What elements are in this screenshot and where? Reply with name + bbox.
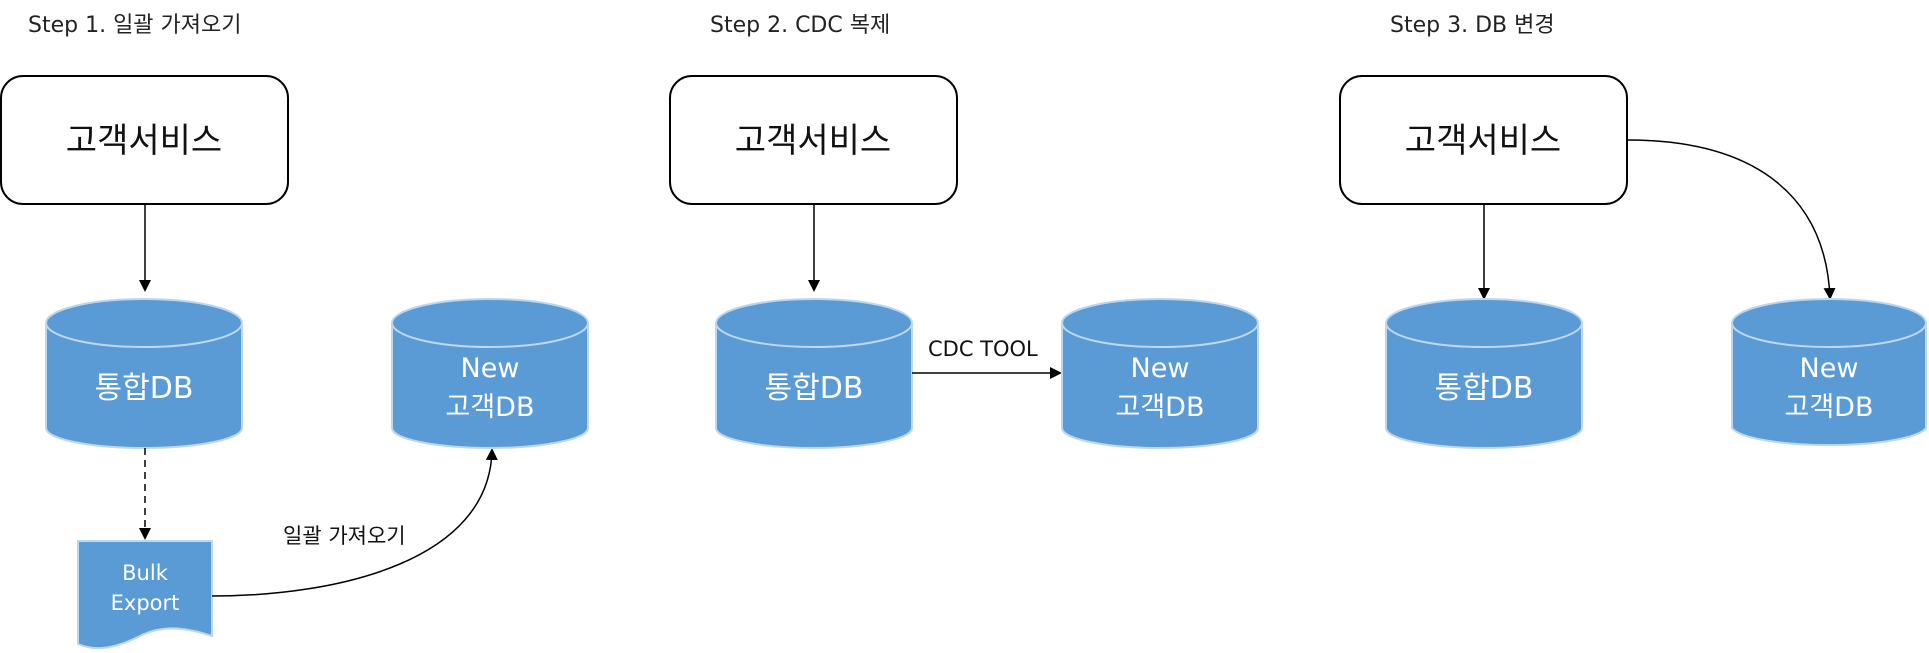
step-3-service-box: 고객서비스	[1339, 75, 1628, 205]
step-3-title: Step 3. DB 변경	[1390, 13, 1555, 38]
step-2-edge-label: CDC TOOL	[928, 337, 1038, 361]
step-1-export-line1: Bulk	[122, 561, 169, 585]
step-2-service-label: 고객서비스	[735, 121, 891, 161]
step-1-bulk-export-document: Bulk Export	[77, 540, 213, 650]
step-3-source-db-cylinder: 통합DB	[1385, 298, 1583, 449]
step-2-source-db-label: 통합DB	[765, 371, 864, 406]
step-1-edge-label: 일괄 가져오기	[283, 524, 406, 548]
step-3-target-db-cylinder: New 고객DB	[1731, 298, 1927, 447]
step-1-title: Step 1. 일괄 가져오기	[28, 13, 242, 38]
step-2-service-box: 고객서비스	[669, 75, 958, 205]
step-3-target-db-label-line2: 고객DB	[1785, 392, 1874, 423]
step-3-target-db-label-line1: New	[1800, 353, 1859, 384]
step-2-target-db-label-line1: New	[1131, 353, 1190, 384]
step-1-service-box: 고객서비스	[0, 75, 289, 205]
step-1-source-db-cylinder: 통합DB	[45, 298, 243, 449]
step-3-source-db-label: 통합DB	[1435, 371, 1534, 406]
step-1-target-db-cylinder: New 고객DB	[391, 298, 589, 449]
step-2-target-db-label-line2: 고객DB	[1116, 392, 1205, 423]
step-3: Step 3. DB 변경 고객서비스 통합DB New 고객DB	[1339, 13, 1927, 449]
step-1-export-line2: Export	[111, 591, 180, 615]
step-2: Step 2. CDC 복제 고객서비스 통합DB CDC TOOL New 고…	[669, 13, 1259, 449]
step-1-bulk-import-curve-arrow	[211, 448, 498, 597]
step-1: Step 1. 일괄 가져오기 고객서비스 통합DB Bulk Export 일…	[0, 13, 589, 650]
step-2-title: Step 2. CDC 복제	[710, 13, 890, 38]
step-1-target-db-label-line1: New	[461, 353, 520, 384]
step-1-target-db-label-line2: 고객DB	[446, 392, 535, 423]
step-1-service-label: 고객서비스	[66, 121, 222, 161]
step-2-target-db-cylinder: New 고객DB	[1061, 298, 1259, 449]
step-3-service-label: 고객서비스	[1405, 121, 1561, 161]
step-1-source-db-label: 통합DB	[95, 371, 194, 406]
step-3-service-to-target-db-curve-arrow	[1626, 139, 1836, 300]
step-2-source-db-cylinder: 통합DB	[715, 298, 913, 449]
